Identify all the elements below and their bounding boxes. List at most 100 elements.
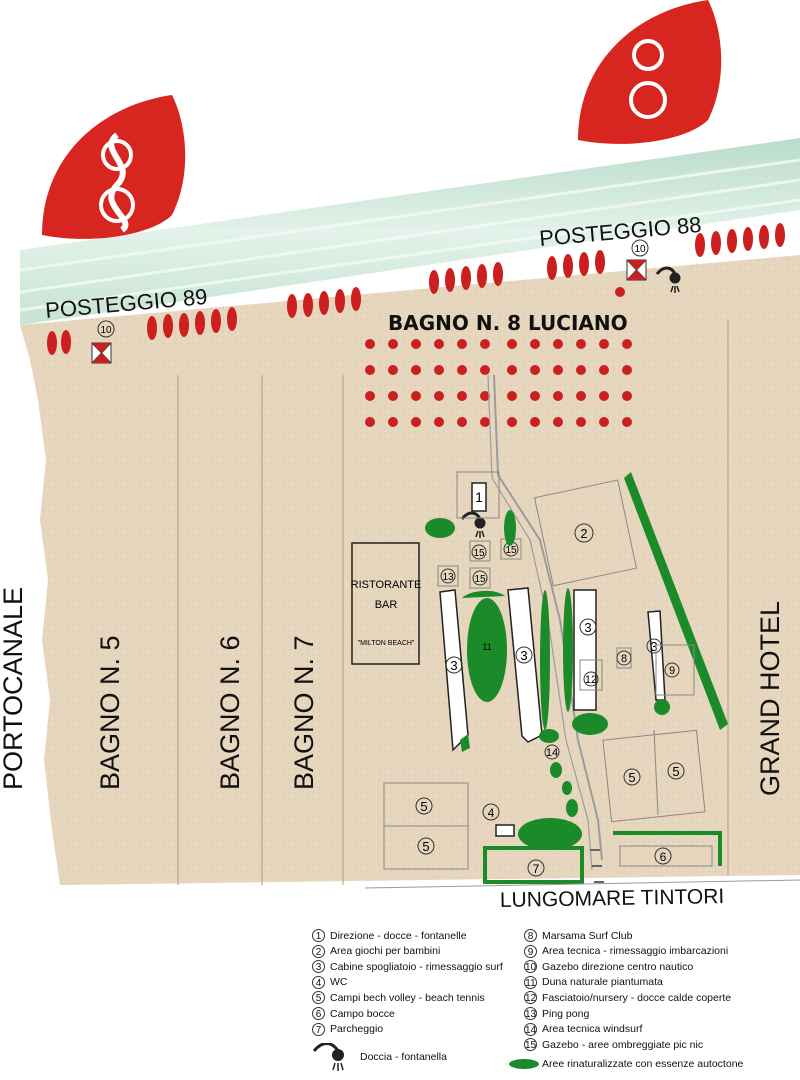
umbrella	[434, 391, 444, 401]
legend-item: 7 Parcheggio	[312, 1022, 383, 1037]
legend-text: Gazebo - aree ombreggiate pic nic	[542, 1038, 704, 1051]
umbrella	[599, 391, 609, 401]
umbrella	[507, 339, 517, 349]
legend-text: Campo bocce	[330, 1007, 395, 1020]
svg-text:12: 12	[585, 674, 597, 686]
zone-2-play-area	[533, 479, 638, 587]
umbrella	[434, 417, 444, 427]
legend-green-text: Aree rinaturalizzate con essenze autocto…	[542, 1057, 744, 1070]
umbrella	[480, 365, 490, 375]
umbrella-grid	[365, 339, 632, 427]
legend-item: 12 Fasciatoio/nursery - docce calde coper…	[524, 990, 731, 1005]
umbrella	[365, 365, 375, 375]
shore-umbrellas	[47, 223, 785, 355]
shower-icon-direzione	[460, 511, 486, 538]
svg-text:13: 13	[442, 572, 454, 583]
legend-item: 2 Area giochi per bambini	[312, 944, 440, 959]
svg-text:3: 3	[584, 620, 591, 635]
legend-number: 13	[524, 1007, 537, 1020]
umbrella	[365, 339, 375, 349]
legend-item: 13 Ping pong	[524, 1006, 589, 1021]
svg-text:15: 15	[474, 574, 486, 585]
svg-text:"MILTON BEACH": "MILTON BEACH"	[358, 640, 415, 647]
svg-text:BAR: BAR	[375, 599, 398, 611]
umbrella	[622, 339, 632, 349]
svg-text:6: 6	[660, 850, 667, 864]
shower-icon	[312, 1042, 344, 1071]
svg-text:2: 2	[580, 526, 587, 541]
umbrella	[553, 391, 563, 401]
legend-number: 1	[312, 929, 325, 942]
legend-number: 11	[524, 975, 537, 989]
umbrella	[507, 365, 517, 375]
flag-logo-left	[42, 95, 186, 239]
legend-item: 15 Gazebo - aree ombreggiate pic nic	[524, 1037, 703, 1052]
svg-text:3: 3	[520, 648, 527, 663]
svg-text:1: 1	[475, 489, 483, 505]
umbrella	[622, 417, 632, 427]
legend-shower: Doccia - fontanella	[312, 1042, 447, 1071]
umbrella	[434, 339, 444, 349]
umbrella	[553, 339, 563, 349]
umbrella	[480, 339, 490, 349]
legend-number: 15	[524, 1038, 537, 1052]
umbrella	[365, 391, 375, 401]
svg-text:8: 8	[621, 653, 627, 665]
zone-5-courts-right	[602, 729, 706, 823]
zone-6-bocce	[613, 831, 722, 866]
umbrella	[576, 417, 586, 427]
umbrella	[457, 417, 467, 427]
zone-1-direzione	[456, 471, 500, 519]
legend-number: 7	[312, 1022, 325, 1036]
umbrella	[553, 365, 563, 375]
umbrella	[411, 391, 421, 401]
umbrella	[622, 365, 632, 375]
legend-text: Cabine spogliatoio - rimessaggio surf	[330, 960, 503, 973]
legend-green: Aree rinaturalizzate con essenze autocto…	[508, 1056, 743, 1071]
legend-text: Ping pong	[542, 1007, 590, 1020]
legend-number: 2	[312, 944, 325, 958]
umbrella	[365, 417, 375, 427]
svg-text:7: 7	[533, 862, 540, 876]
legend-text: Marsama Surf Club	[542, 929, 633, 942]
zone-5-courts-left	[383, 782, 469, 870]
legend-text: Area giochi per bambini	[330, 945, 441, 958]
svg-text:5: 5	[672, 764, 679, 779]
zone-15-gazebos	[437, 538, 522, 589]
svg-text:5: 5	[420, 799, 427, 814]
umbrella	[480, 391, 490, 401]
umbrella	[530, 391, 540, 401]
legend-number: 4	[312, 975, 325, 989]
umbrella	[599, 417, 609, 427]
umbrella	[507, 391, 517, 401]
umbrella	[530, 365, 540, 375]
flag-logo-right	[578, 0, 722, 144]
legend-number: 3	[312, 960, 325, 974]
umbrella	[434, 365, 444, 375]
legend-text: Fasciatoio/nursery - docce calde coperte	[542, 991, 732, 1004]
svg-text:10: 10	[100, 325, 112, 336]
umbrella	[530, 339, 540, 349]
legend-text: Parcheggio	[330, 1023, 384, 1036]
sea	[20, 138, 800, 325]
umbrella	[388, 339, 398, 349]
legend-item: 11 Duna naturale piantumata	[524, 975, 663, 990]
bagno-7-label: BAGNO N. 7	[289, 635, 319, 790]
legend-number: 9	[524, 944, 537, 958]
legend-number: 12	[524, 991, 537, 1005]
legend-text: Duna naturale piantumata	[542, 976, 663, 989]
legend-number: 5	[312, 991, 325, 1005]
grand-hotel-label: GRAND HOTEL	[755, 601, 785, 796]
umbrella	[599, 365, 609, 375]
legend-number: 14	[524, 1022, 537, 1036]
svg-text:RISTORANTE: RISTORANTE	[351, 579, 422, 591]
street-label: LUNGOMARE TINTORI	[500, 885, 725, 912]
svg-text:10: 10	[634, 244, 646, 255]
vegetation	[425, 472, 728, 850]
zone-3-cabins	[439, 587, 666, 752]
